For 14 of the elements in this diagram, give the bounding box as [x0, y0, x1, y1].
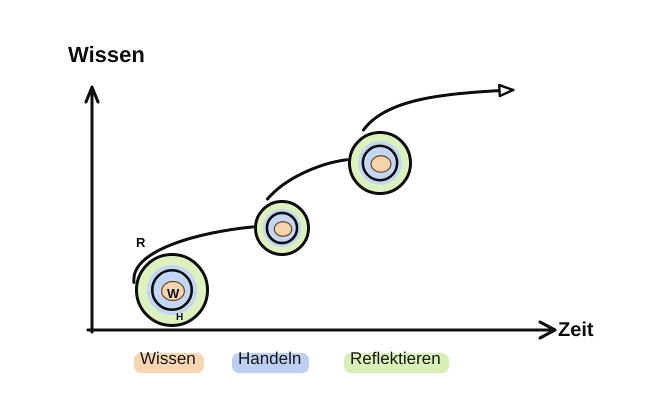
- letter-label: R: [136, 236, 146, 249]
- loop-circle: [347, 130, 413, 196]
- letter-label: W: [167, 287, 180, 300]
- loop-circle: [253, 199, 311, 257]
- legend-label: Handeln: [238, 350, 302, 369]
- axis-title: Wissen: [68, 44, 145, 66]
- curve-line: [132, 225, 254, 284]
- curve-arrow: [362, 84, 514, 132]
- legend-label: Wissen: [140, 350, 196, 369]
- curve-line: [266, 158, 348, 200]
- legend-label: Reflektieren: [350, 350, 441, 369]
- axis-title: Zeit: [558, 320, 594, 340]
- letter-label: H: [176, 313, 184, 323]
- loop-circle: [134, 252, 210, 328]
